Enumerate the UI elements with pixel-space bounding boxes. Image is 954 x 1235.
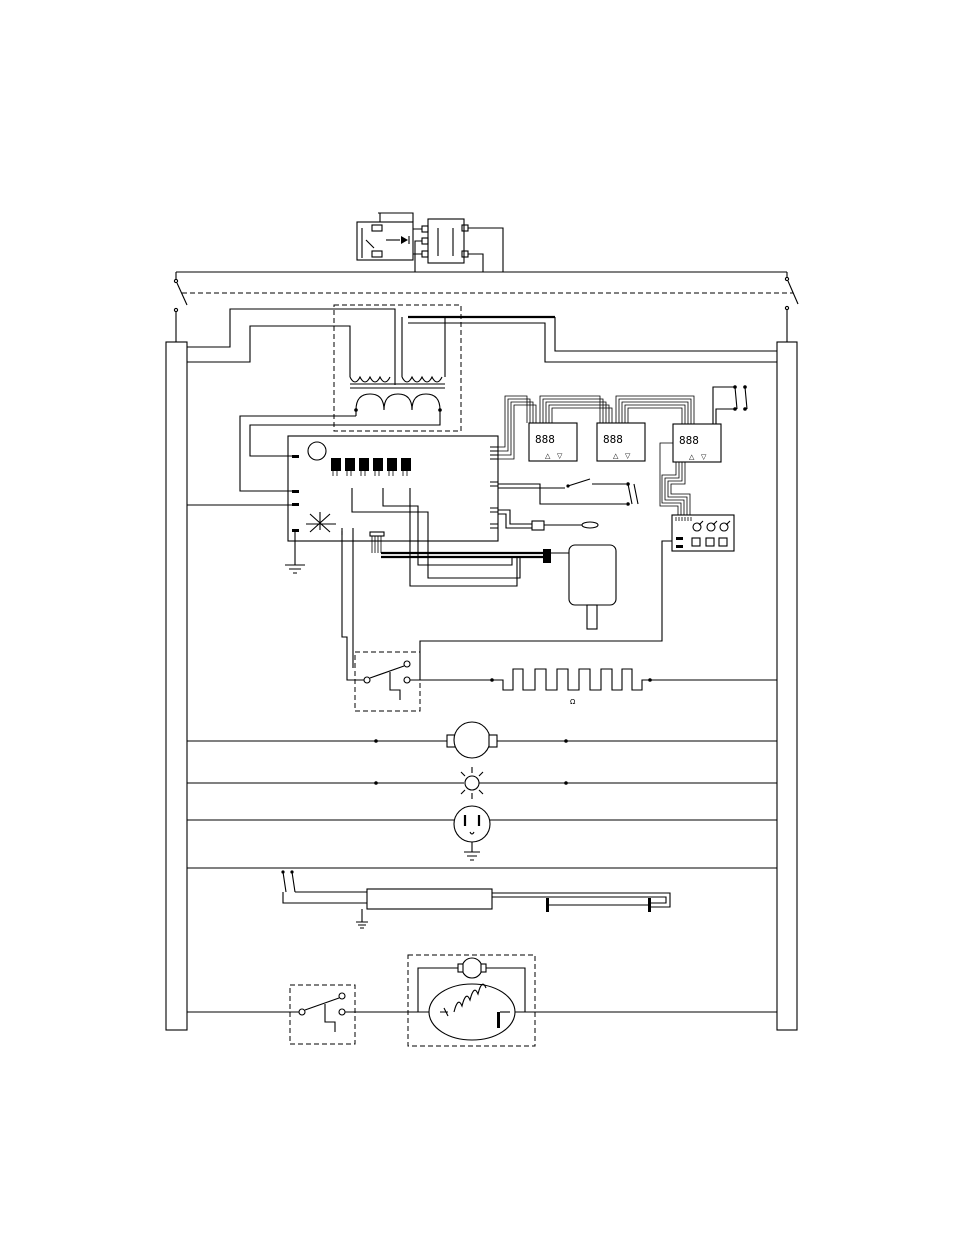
key-1-icon xyxy=(692,538,700,546)
board-harness xyxy=(352,496,616,629)
line-filter-assembly xyxy=(357,213,503,272)
display-1-down-arrow: ▽ xyxy=(557,452,563,460)
right-bus-bar xyxy=(777,342,797,1030)
temperature-probe xyxy=(498,510,598,530)
keypad-board xyxy=(672,515,734,551)
key-2-icon xyxy=(706,538,714,546)
display-board-3: 888 △ ▽ xyxy=(673,424,721,462)
bottom-thermostat xyxy=(187,985,429,1044)
display-board-1: 888 △ ▽ xyxy=(529,423,577,461)
display-3-down-arrow: ▽ xyxy=(701,453,707,461)
oven-lamp xyxy=(187,767,777,799)
fan-motor xyxy=(187,722,777,758)
transformer xyxy=(187,305,777,491)
heating-element: Ω xyxy=(497,669,777,706)
left-bus-bar xyxy=(166,342,187,1030)
receptacle xyxy=(187,806,777,860)
display-2-down-arrow: ▽ xyxy=(625,452,631,460)
blower-motor xyxy=(408,955,777,1046)
element-ohm-label: Ω xyxy=(570,698,576,706)
display-2-digits: 888 xyxy=(603,433,623,446)
display-3-up-arrow: △ xyxy=(689,453,695,461)
display-1-up-arrow: △ xyxy=(545,452,551,460)
display-3-digits: 888 xyxy=(679,434,699,447)
igniter-circuit xyxy=(187,868,777,928)
display-ribbon-cables xyxy=(498,396,694,515)
supply-lines xyxy=(174,272,798,342)
display-switch xyxy=(713,385,747,424)
display-1-digits: 888 xyxy=(535,433,555,446)
display-2-up-arrow: △ xyxy=(613,452,619,460)
lock-switch xyxy=(498,479,638,506)
key-3-icon xyxy=(719,538,727,546)
display-board-2: 888 △ ▽ xyxy=(597,423,645,461)
